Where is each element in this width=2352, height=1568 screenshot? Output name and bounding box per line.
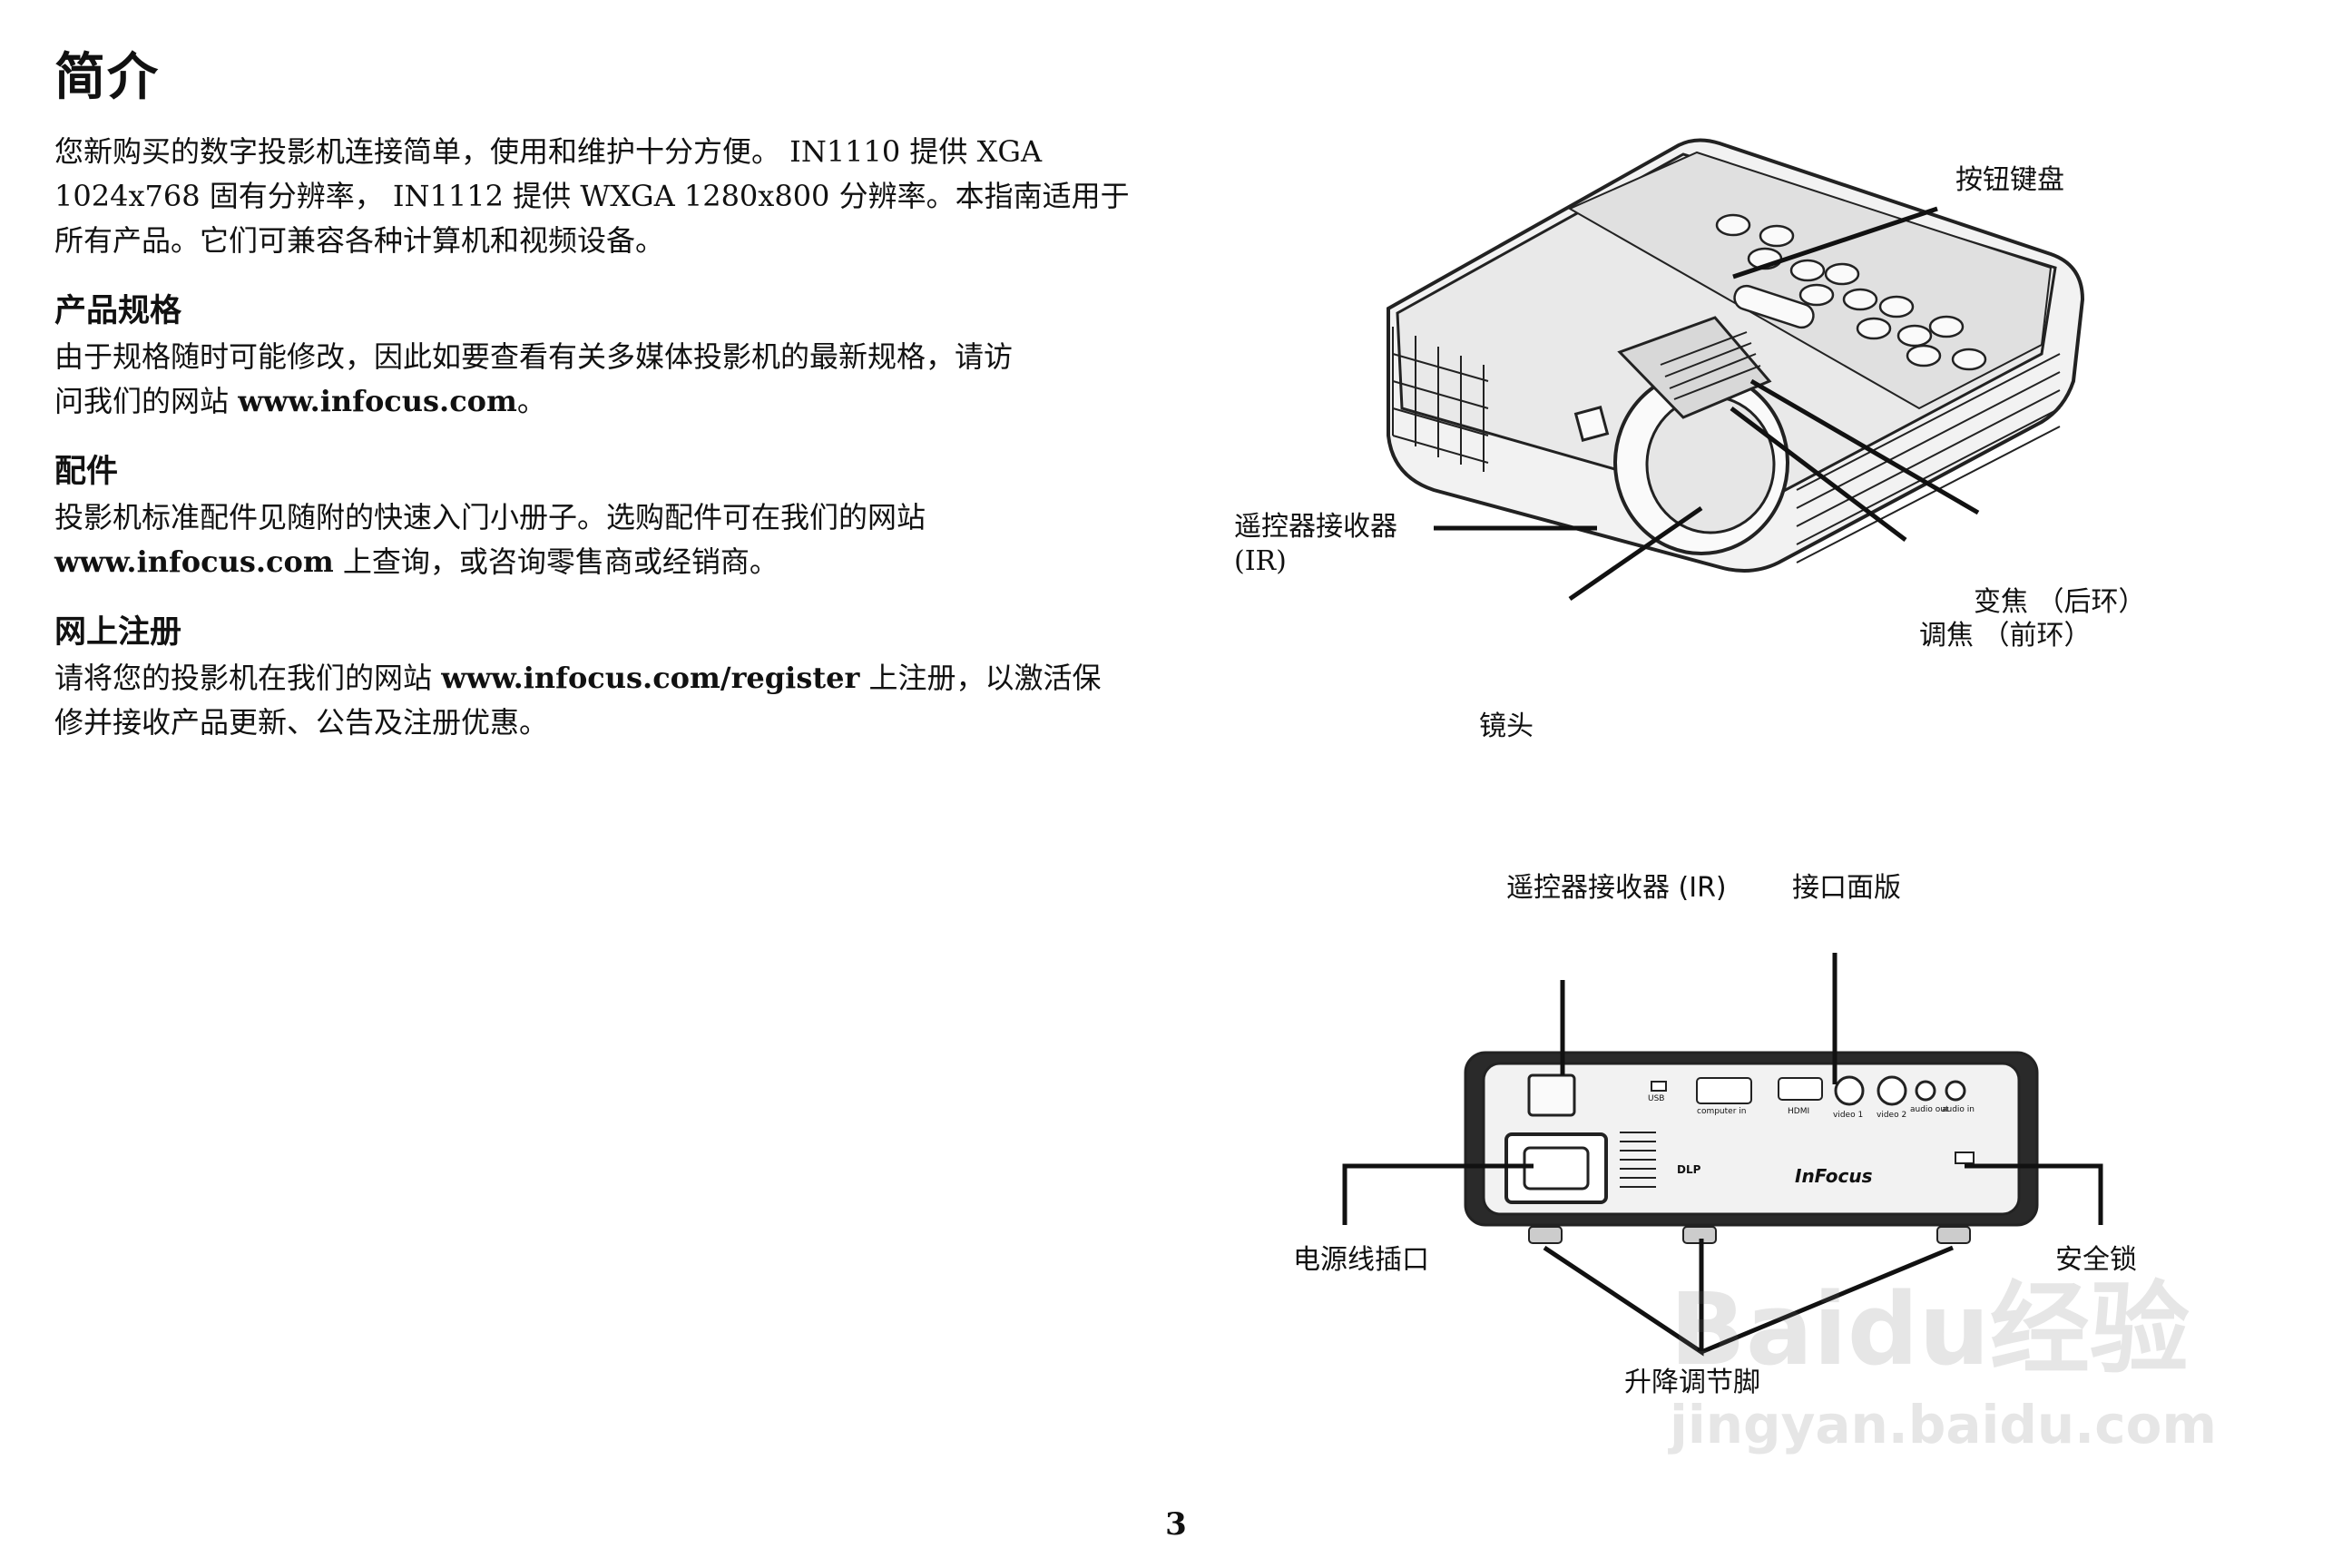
dlp-logo: DLP [1677,1163,1701,1176]
specs-line-2-pre: 问我们的网站 [54,384,239,418]
port-usb-label: USB [1648,1094,1665,1103]
lens-label: 镜头 [1479,710,1534,742]
ir-receiver-label-rear: 遥控器接收器 (IR) [1506,872,1727,904]
registration-section: 网上注册 请将您的投影机在我们的网站 www.infocus.com/regis… [54,606,1161,745]
left-vents [1392,327,1489,472]
zoom-ring-label: 变焦 （后环） [1974,586,2146,618]
accessories-line-1: 投影机标准配件见随附的快速入门小册子。选购配件可在我们的网站 [54,500,926,534]
intro-paragraph: 您新购买的数字投影机连接简单，使用和维护十分方便。 IN1110 提供 XGA … [54,130,1161,263]
specs-paragraph: 由于规格随时可能修改，因此如要查看有关多媒体投影机的最新规格，请访 问我们的网站… [54,335,1161,424]
specs-section: 产品规格 由于规格随时可能修改，因此如要查看有关多媒体投影机的最新规格，请访 问… [54,285,1161,424]
accessories-heading: 配件 [54,454,119,490]
intro-line-1: 您新购买的数字投影机连接简单，使用和维护十分方便。 IN1110 提供 XGA [54,134,1043,169]
power-socket-label: 电源线插口 [1293,1244,1429,1276]
registration-website-link[interactable]: www.infocus.com/register [441,661,860,695]
port-video2-label: video 2 [1877,1111,1907,1120]
registration-line-1-pre: 请将您的投影机在我们的网站 [54,661,442,695]
connector-panel-label: 接口面版 [1792,872,1901,904]
registration-heading: 网上注册 [54,614,182,651]
top-leader-lines [1434,206,1980,602]
port-video1-label: video 1 [1833,1111,1864,1120]
registration-line-2: 修并接收产品更新、公告及注册优惠。 [54,705,549,740]
accessories-line-2-post: 上查询，或咨询零售商或经销商。 [333,544,779,579]
keypad-label: 按钮键盘 [1955,164,2064,196]
ir-receiver-label-top-suffix: (IR) [1234,545,1287,577]
specs-heading: 产品规格 [54,293,182,329]
intro-line-2: 1024x768 固有分辨率， IN1112 提供 WXGA 1280x800 … [54,179,1130,213]
text-column: 简介 您新购买的数字投影机连接简单，使用和维护十分方便。 IN1110 提供 X… [54,36,1161,767]
port-audio-in-label: audio in [1942,1105,1975,1114]
security-lock-label: 安全锁 [2055,1244,2137,1276]
ir-receiver-label-top: 遥控器接收器 [1234,511,1397,543]
projector-figures: 按钮键盘 遥控器接收器 (IR) 变焦 （后环） 调焦 （前环） 镜头 遥控器接… [1207,109,2296,1452]
intro-line-3: 所有产品。它们可兼容各种计算机和视频设备。 [54,223,665,258]
watermark-url: jingyan.baidu.com [1670,1394,2217,1455]
accessories-paragraph: 投影机标准配件见随附的快速入门小册子。选购配件可在我们的网站 www.infoc… [54,495,1161,584]
projector-rear-view [1464,1051,2039,1244]
projector-drawing [1342,138,2103,1357]
accessories-section: 配件 投影机标准配件见随附的快速入门小册子。选购配件可在我们的网站 www.in… [54,446,1161,584]
projector-top-view [1387,138,2085,573]
page-title: 简介 [54,48,160,107]
accessories-website-link[interactable]: www.infocus.com [54,544,334,579]
specs-line-1: 由于规格随时可能修改，因此如要查看有关多媒体投影机的最新规格，请访 [54,339,1014,374]
port-computer-label: computer in [1697,1107,1747,1116]
watermark-text: Baidu经验 [1670,1271,2190,1387]
registration-paragraph: 请将您的投影机在我们的网站 www.infocus.com/register 上… [54,656,1161,745]
registration-line-1-post: 上注册，以激活保 [859,661,1102,695]
port-audio-out-label: audio out [1910,1105,1949,1114]
rear-leader-lines [1342,953,2103,1357]
right-vents [1796,353,2061,564]
port-hdmi-label: HDMI [1788,1107,1810,1116]
page-number: 3 [1165,1506,1187,1543]
brand-logo: InFocus [1795,1165,1873,1187]
keypad-buttons [1715,213,1987,371]
focus-ring-label: 调焦 （前环） [1919,620,2092,652]
specs-website-link[interactable]: www.infocus.com [238,384,517,418]
specs-line-2-post: 。 [516,384,546,418]
watermark: Baidu经验 jingyan.baidu.com [1670,1270,2250,1506]
elevator-feet-label: 升降调节脚 [1624,1367,1760,1398]
